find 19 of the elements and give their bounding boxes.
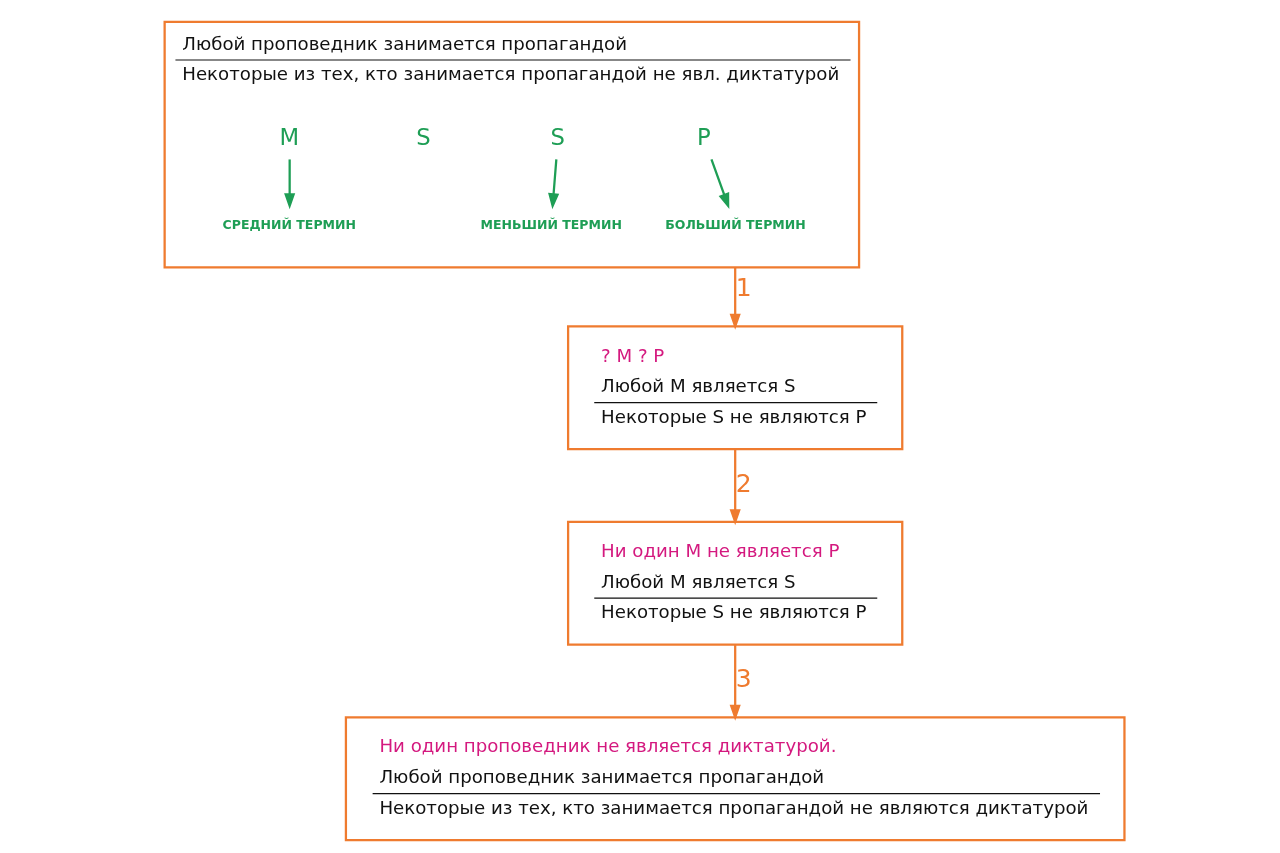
node-box: Ни один проповедник не является диктатурой. Любой проповедник занимается пропагандой Некоторые из тех, кто занимается пропагандой не являются диктатурой: [344, 716, 1126, 842]
node-text: БОЛЬШИЙ ТЕРМИН: [665, 216, 806, 232]
edge-label: 2: [735, 468, 752, 498]
node-text: P: [697, 123, 711, 150]
label: S: [416, 123, 431, 150]
node-text: M: [279, 123, 300, 150]
arrow: [729, 645, 741, 721]
node-text: S: [550, 123, 565, 150]
arrow: [548, 159, 560, 210]
arrow: [284, 159, 296, 210]
node-box: Ни один M не является P Любой M является S Некоторые S не являются P: [566, 520, 904, 646]
arrow: [729, 449, 741, 526]
arrow: [710, 159, 730, 209]
arrow: [729, 267, 741, 330]
edge-label: 1: [735, 273, 752, 303]
node-text: СРЕДНИЙ ТЕРМИН: [222, 216, 356, 232]
node-box: ? M ? P Любой M является S Некоторые S не являются P: [566, 325, 904, 451]
edge-label: 3: [735, 664, 752, 694]
node-text: МЕНЬШИЙ ТЕРМИН: [480, 216, 622, 232]
